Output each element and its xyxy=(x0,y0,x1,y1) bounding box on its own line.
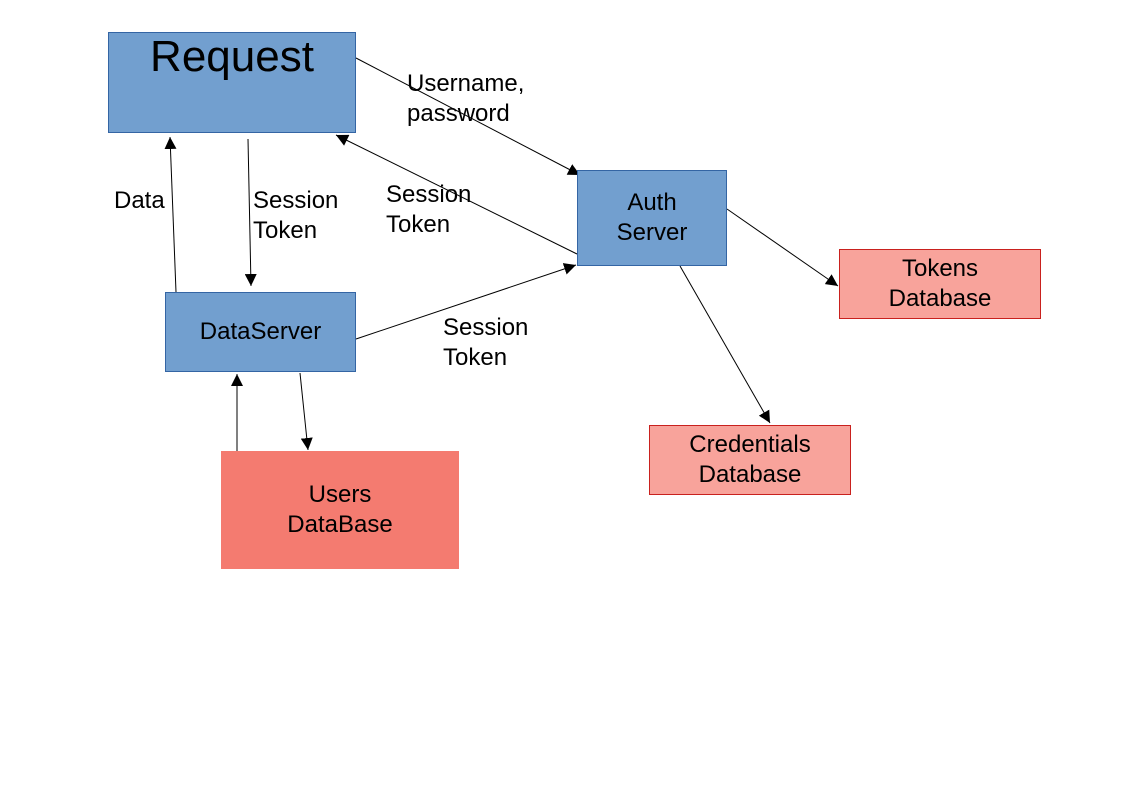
request-node: Request xyxy=(108,32,356,133)
users-database-label: Users DataBase xyxy=(287,481,393,538)
tokens-database-label: Tokens Database xyxy=(888,255,992,312)
edge-label-session-token-auth-to-request: Session Token xyxy=(386,181,472,238)
edge-auth-to-credentials xyxy=(679,265,771,424)
edge-auth-to-request xyxy=(335,134,578,255)
data-server-label: DataServer xyxy=(199,318,322,345)
edge-dataserver-to-users xyxy=(299,372,313,451)
credentials-database-label: Credentials Database xyxy=(689,431,811,488)
edge-request-to-auth xyxy=(355,57,581,176)
edge-dataserver-to-request xyxy=(164,136,177,293)
auth-server-label: Auth Server xyxy=(616,189,688,246)
tokens-database-node: Tokens Database xyxy=(839,249,1041,319)
credentials-database-node: Credentials Database xyxy=(649,425,851,495)
users-database-node: Users DataBase xyxy=(221,451,459,569)
edge-label-username-password: Username, password xyxy=(407,70,525,127)
edge-request-to-dataserver xyxy=(244,138,257,287)
edge-dataserver-to-auth xyxy=(355,263,577,340)
auth-server-node: Auth Server xyxy=(577,170,727,266)
edge-label-session-token-dataserver-to-auth: Session Token xyxy=(443,314,529,371)
edge-label-session-token-request-to-dataserver: Session Token xyxy=(253,187,339,244)
edge-label-data: Data xyxy=(114,187,165,214)
request-label: Request xyxy=(150,32,314,81)
edge-auth-to-tokens xyxy=(726,208,839,287)
data-server-node: DataServer xyxy=(165,292,356,372)
